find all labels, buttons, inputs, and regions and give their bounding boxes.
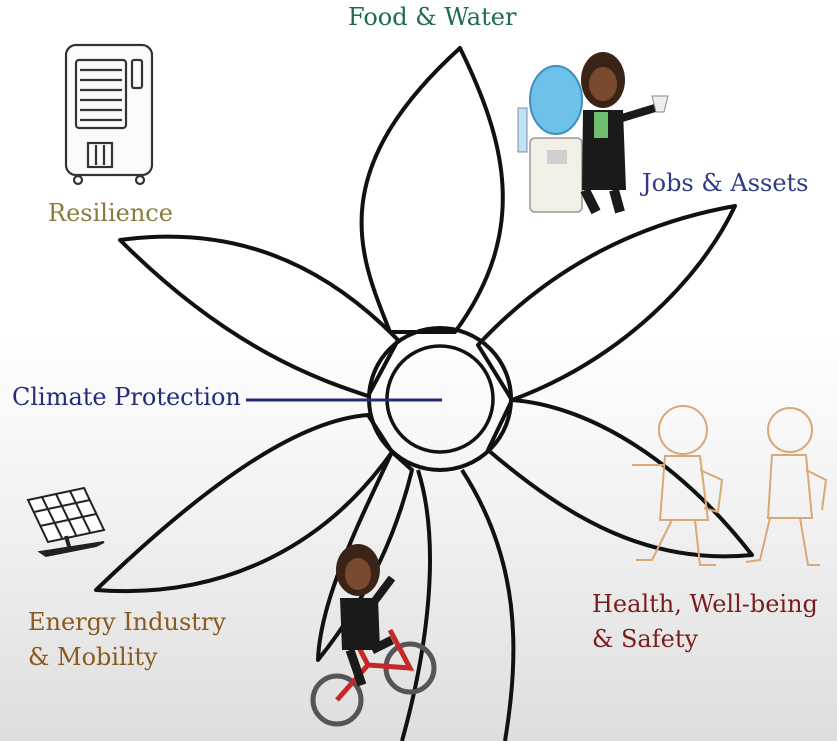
walking-children-sketch [632, 405, 828, 566]
woman-on-bicycle-illustration [310, 544, 437, 727]
air-cooler-icon [64, 43, 154, 186]
label-food-water: Food & Water [348, 3, 517, 31]
label-energy-mobility: Energy Industry & Mobility [28, 605, 226, 675]
label-energy-line2: & Mobility [28, 642, 158, 671]
petal-resilience [118, 234, 400, 398]
petal-food-water [359, 46, 505, 334]
label-health-wellbeing-safety: Health, Well-being & Safety [592, 587, 818, 657]
label-jobs-assets: Jobs & Assets [642, 169, 809, 197]
label-health-line1: Health, Well-being [592, 590, 818, 618]
petal-climate [94, 413, 394, 594]
label-energy-line1: Energy Industry [28, 608, 226, 636]
petal-bottom [400, 468, 516, 741]
label-health-line2: & Safety [592, 624, 699, 653]
petal-jobs-assets [476, 204, 737, 402]
woman-at-water-cooler-illustration [517, 52, 669, 215]
label-climate-protection: Climate Protection [12, 383, 241, 411]
label-resilience: Resilience [48, 199, 173, 227]
petal-energy [316, 450, 414, 662]
solar-panel-icon [26, 486, 106, 558]
petal-health [486, 398, 754, 559]
